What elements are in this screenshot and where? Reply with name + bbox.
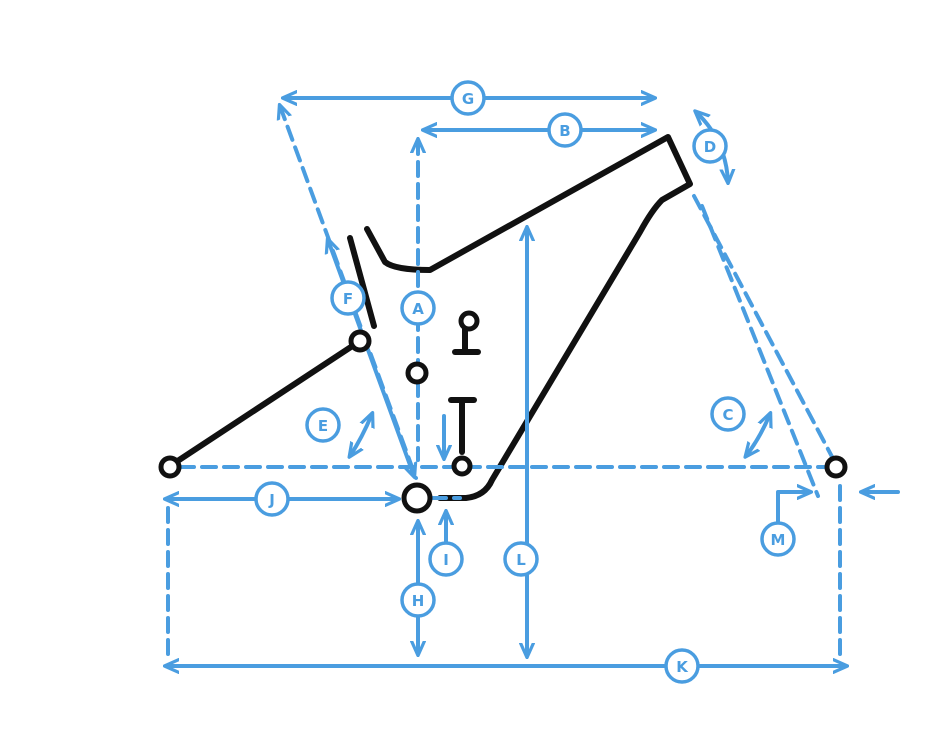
fork-line-outer xyxy=(692,194,840,470)
svg-text:D: D xyxy=(704,138,716,156)
dimension-m-elbow xyxy=(776,492,810,524)
svg-text:K: K xyxy=(676,658,689,676)
label-f: F xyxy=(330,280,366,316)
dimension-labels: G B D F A E C J xyxy=(254,80,796,684)
shock-mount-top xyxy=(458,310,480,332)
label-c: C xyxy=(710,396,746,432)
dimension-lines xyxy=(166,98,900,666)
svg-text:C: C xyxy=(722,406,733,424)
rocker-pivot xyxy=(405,361,429,385)
label-k: K xyxy=(664,648,700,684)
svg-text:L: L xyxy=(516,551,526,569)
dimension-c-arc xyxy=(746,414,770,456)
svg-text:J: J xyxy=(268,491,275,509)
label-h: H xyxy=(400,582,436,618)
seat-stay xyxy=(167,338,363,469)
svg-text:B: B xyxy=(559,122,570,140)
label-b: B xyxy=(547,112,583,148)
svg-text:E: E xyxy=(318,417,328,435)
bottom-bracket xyxy=(401,482,433,514)
svg-text:H: H xyxy=(412,592,425,610)
svg-text:G: G xyxy=(462,90,474,108)
label-d: D xyxy=(692,128,728,164)
label-j: J xyxy=(254,481,290,517)
svg-text:F: F xyxy=(343,290,353,308)
label-m: M xyxy=(760,521,796,557)
main-pivot xyxy=(451,455,473,477)
fork-line-inner xyxy=(700,204,820,498)
label-g: G xyxy=(450,80,486,116)
dimension-f-inner-line xyxy=(328,240,414,476)
label-e: E xyxy=(305,407,341,443)
seat-stay-pivot xyxy=(348,329,372,353)
svg-text:M: M xyxy=(771,531,786,549)
pivots xyxy=(158,310,848,514)
label-i: I xyxy=(428,541,464,577)
rear-axle xyxy=(158,455,182,479)
dimension-e-arc xyxy=(350,414,372,456)
label-l: L xyxy=(503,541,539,577)
label-a: A xyxy=(400,290,436,326)
svg-text:A: A xyxy=(412,300,424,318)
svg-text:I: I xyxy=(443,551,449,569)
front-axle xyxy=(824,455,848,479)
